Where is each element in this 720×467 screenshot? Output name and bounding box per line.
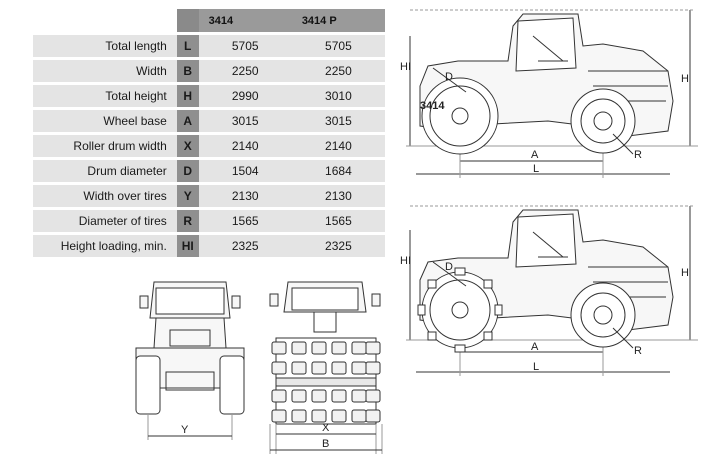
front-view: X B: [266, 278, 386, 458]
header-letter: [176, 9, 199, 32]
label-l: L: [533, 163, 539, 175]
row-name: Height loading, min.: [33, 235, 177, 257]
row-value-1: 3015: [198, 110, 292, 132]
row-value-1: 2130: [198, 185, 292, 207]
smooth-drum: [421, 77, 499, 155]
table-header-row: 3414 3414 P: [33, 9, 385, 32]
label-d: D: [445, 261, 453, 273]
row-value-1: 2325: [198, 235, 292, 257]
label-x: X: [322, 422, 330, 434]
row-letter: R: [176, 210, 199, 232]
row-name: Total height: [33, 85, 177, 107]
label-hi: HI: [400, 61, 411, 73]
row-value-2: 3010: [291, 85, 385, 107]
row-name: Wheel base: [33, 110, 177, 132]
row-letter: A: [176, 110, 199, 132]
mirror-left: [269, 293, 279, 307]
row-name: Total length: [33, 35, 177, 57]
label-y: Y: [181, 424, 189, 436]
row-value-2: 3015: [291, 110, 385, 132]
label-r: R: [634, 345, 642, 357]
header-model-2: 3414 P: [291, 9, 385, 32]
row-value-1: 1565: [198, 210, 292, 232]
label-d: D: [445, 71, 453, 83]
header-blank: [33, 9, 177, 32]
row-name: Roller drum width: [33, 135, 177, 157]
row-value-2: 2140: [291, 135, 385, 157]
header-model-1: 3414: [198, 9, 292, 32]
label-b: B: [322, 438, 329, 450]
rear-tire-right: [219, 355, 245, 415]
cab-window: [515, 213, 577, 268]
row-letter: H: [176, 85, 199, 107]
row-name: Width: [33, 60, 177, 82]
mirror-right: [371, 293, 381, 307]
label-l: L: [533, 361, 539, 373]
label-a: A: [531, 341, 539, 353]
row-value-2: 1565: [291, 210, 385, 232]
row-value-1: 2990: [198, 85, 292, 107]
r-radius-line: [612, 133, 634, 155]
row-letter: Y: [176, 185, 199, 207]
row-value-2: 2325: [291, 235, 385, 257]
row-value-1: 2140: [198, 135, 292, 157]
machine-badge: 3414: [420, 100, 445, 112]
row-letter: D: [176, 160, 199, 182]
padfoot-pads: [417, 267, 503, 353]
rear-tire-left: [135, 355, 161, 415]
row-letter: HI: [176, 235, 199, 257]
side-view-padfoot-drum: HI D H A L R: [398, 200, 708, 380]
row-name: Drum diameter: [33, 160, 177, 182]
padfoot-pads: [271, 341, 381, 423]
label-h: H: [681, 267, 689, 279]
row-value-1: 5705: [198, 35, 292, 57]
label-r: R: [634, 149, 642, 161]
rear-view: Y: [126, 278, 256, 443]
r-radius-line: [612, 327, 634, 349]
d-diameter-line: [432, 261, 467, 287]
row-letter: L: [176, 35, 199, 57]
cab-window: [515, 17, 577, 72]
rear-tire: [570, 282, 636, 348]
row-letter: B: [176, 60, 199, 82]
row-value-2: 2130: [291, 185, 385, 207]
side-view-smooth-drum: HI D H A L R 3414: [398, 6, 708, 186]
row-value-2: 5705: [291, 35, 385, 57]
mirror-right: [231, 295, 241, 309]
row-letter: X: [176, 135, 199, 157]
row-value-1: 1504: [198, 160, 292, 182]
label-a: A: [531, 149, 539, 161]
row-value-1: 2250: [198, 60, 292, 82]
rear-tire: [570, 88, 636, 154]
label-h: H: [681, 73, 689, 85]
row-name: Diameter of tires: [33, 210, 177, 232]
row-value-2: 2250: [291, 60, 385, 82]
d-diameter-line: [432, 67, 467, 93]
row-name: Width over tires: [33, 185, 177, 207]
row-value-2: 1684: [291, 160, 385, 182]
mirror-left: [139, 295, 149, 309]
label-hi: HI: [400, 255, 411, 267]
